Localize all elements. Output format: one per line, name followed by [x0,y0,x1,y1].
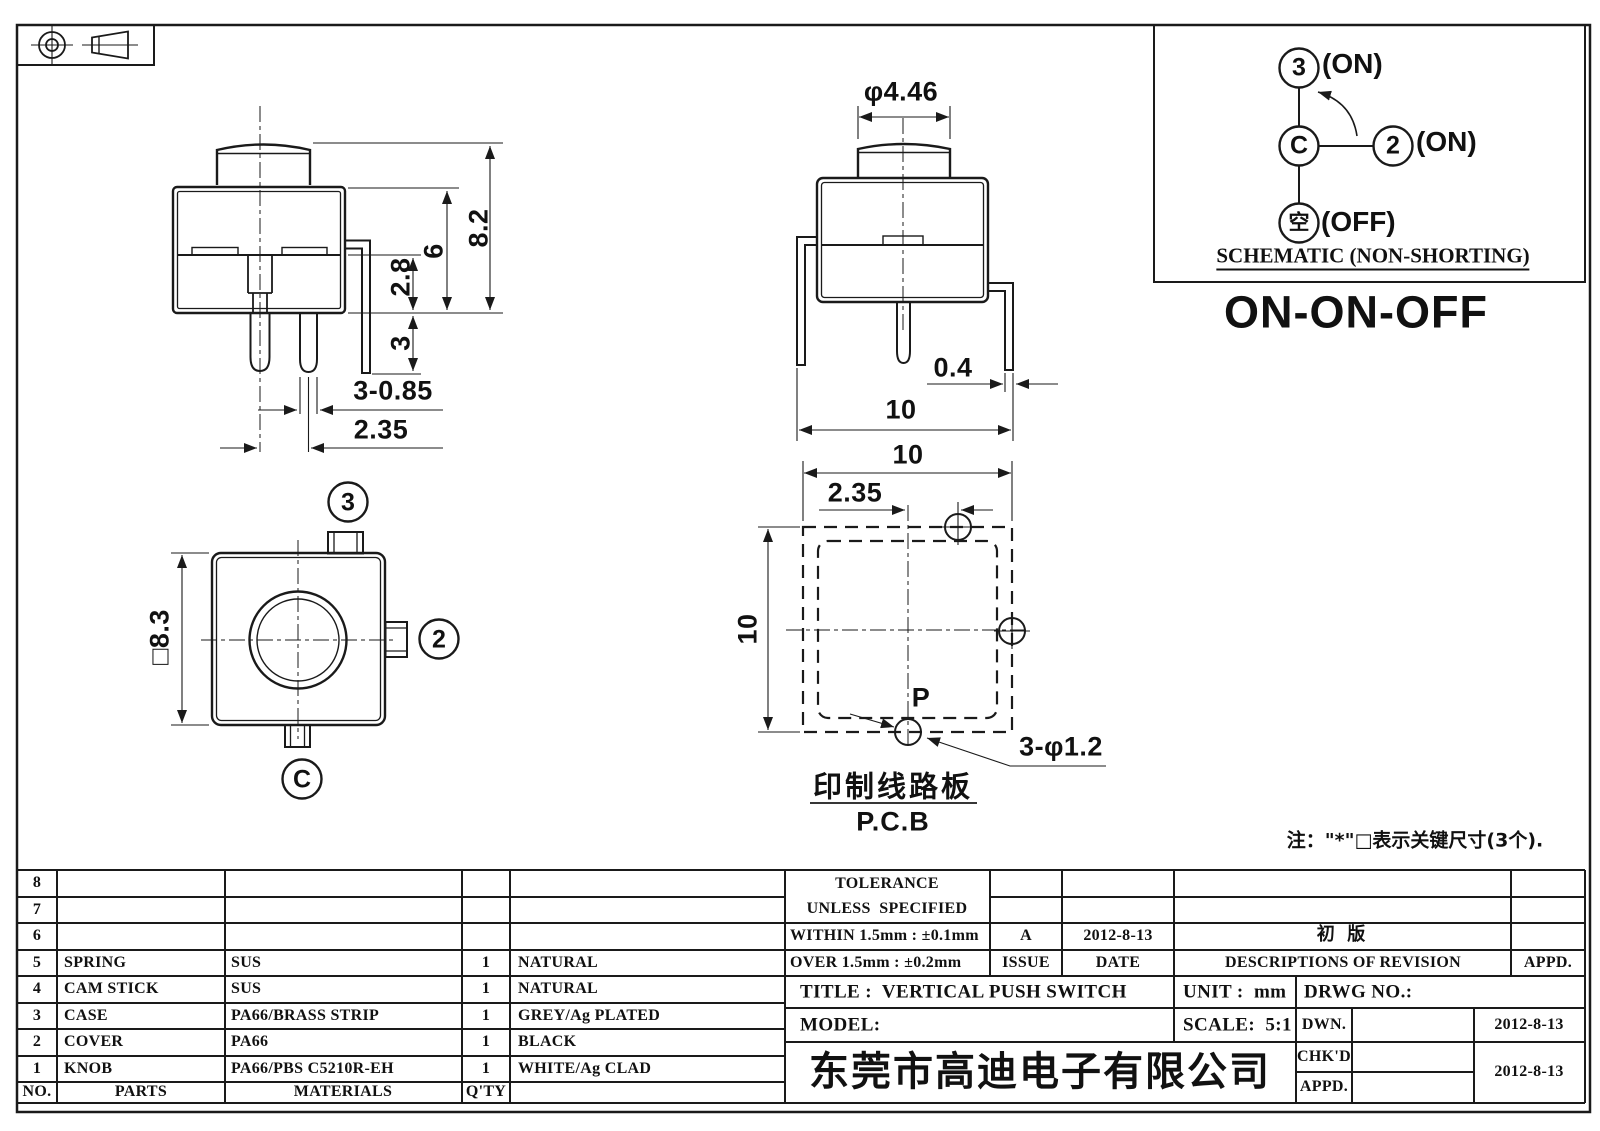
chkd-date: 2012-8-13 [1494,1063,1564,1080]
parts-row-no: 4 [32,980,42,997]
tolerance-within: WITHIN 1.5mm : ±0.1mm [790,927,979,944]
parts-row-finish: NATURAL [518,980,599,997]
parts-row-no: 3 [32,1007,42,1024]
parts-header-materials: MATERIALS [293,1083,393,1100]
parts-row-qty: 1 [481,1033,491,1050]
pcb-p-label: P [911,682,931,713]
parts-row-no: 7 [32,901,42,918]
pcb-dim-pitch: 2.35 [827,477,883,508]
issue-value: A [1020,927,1032,944]
top-dim-body-square: □8.3 [144,609,175,665]
drawing-title: TITLE : VERTICAL PUSH SWITCH [800,981,1127,1003]
front-view [171,106,503,453]
issue-date-value: 2012-8-13 [1083,927,1153,944]
parts-row-name: CAM STICK [64,980,159,997]
parts-row-material: PA66/BRASS STRIP [231,1007,380,1024]
parts-row-material: PA66/PBS C5210R-EH [231,1060,394,1077]
top-pin2-label: 2 [432,625,446,654]
model-label: MODEL: [800,1014,881,1036]
top-view [171,481,460,800]
parts-row-no: 2 [32,1033,42,1050]
dwn-date: 2012-8-13 [1494,1016,1564,1033]
parts-row-material: PA66 [231,1033,269,1050]
switch-function-label: ON-ON-OFF [1224,286,1488,338]
schematic-pin2-state: (ON) [1416,126,1477,157]
chkd-label: CHK'D [1297,1048,1351,1065]
side-dim-knob-dia: φ4.46 [863,76,939,107]
front-dim-pin-width: 3-0.85 [353,375,433,406]
revision-description-label: DESCRIPTIONS OF REVISION [1225,954,1461,971]
schematic-off-state: (OFF) [1321,206,1396,237]
parts-row-name: CASE [64,1007,108,1024]
unit-label: UNIT : mm [1183,981,1287,1003]
pcb-board-label-en: P.C.B [856,806,930,837]
schematic-pin3-state: (ON) [1322,48,1383,79]
revision-description-value: 初 版 [1316,924,1366,945]
dwn-label: DWN. [1301,1016,1347,1033]
pcb-dim-width: 10 [892,439,924,470]
schematic-diagram [1278,47,1414,244]
front-dim-case-height: 6 [418,243,449,259]
front-dim-pin-length: 3 [385,335,416,351]
pcb-dim-height: 10 [732,613,763,645]
parts-row-qty: 1 [481,1007,491,1024]
parts-row-finish: GREY/Ag PLATED [518,1007,661,1024]
company-name: 东莞市高迪电子有限公司 [809,1049,1271,1095]
parts-row-material: SUS [231,980,262,997]
appd-label: APPD. [1523,954,1573,971]
front-dim-total-height: 8.2 [463,208,494,248]
drawing-frame [15,23,1592,1114]
schematic-off-pin: 空 [1288,210,1310,235]
date-label: DATE [1095,954,1141,971]
schematic-caption: SCHEMATIC (NON-SHORTING) [1216,245,1530,271]
projection-symbol-icon [31,26,138,64]
parts-row-finish: WHITE/Ag CLAD [518,1060,652,1077]
schematic-pin2: 2 [1386,131,1400,160]
parts-row-finish: NATURAL [518,954,599,971]
parts-row-no: 1 [32,1060,42,1077]
appd-sign-label: APPD. [1299,1078,1349,1095]
parts-row-qty: 1 [481,1060,491,1077]
pcb-board-label-cn: 印制线路板 [812,769,974,804]
parts-header-qty: Q'TY [465,1083,507,1100]
parts-row-no: 5 [32,954,42,971]
pcb-view [758,461,1106,804]
top-pin3-label: 3 [341,488,355,517]
schematic-pin3: 3 [1292,53,1306,82]
parts-row-name: KNOB [64,1060,113,1077]
drwg-no-label: DRWG NO.: [1304,981,1413,1003]
front-dim-pin-pitch: 2.35 [353,414,409,445]
tolerance-title: TOLERANCE [835,875,939,892]
schematic-common: C [1289,131,1309,160]
parts-row-material: SUS [231,954,262,971]
side-view [796,106,1058,441]
side-dim-span: 10 [885,394,917,425]
parts-header-no: NO. [22,1083,52,1100]
side-dim-pin-thickness: 0.4 [933,352,973,383]
table-grid [17,869,1586,1104]
pcb-dim-holes: 3-φ1.2 [1019,731,1103,762]
top-common-label: C [292,765,312,794]
scale-label: SCALE: 5:1 [1183,1014,1292,1036]
front-dim-mid: 2.8 [385,257,416,297]
parts-row-no: 6 [32,927,42,944]
parts-row-name: SPRING [64,954,127,971]
parts-row-qty: 1 [481,954,491,971]
parts-row-finish: BLACK [518,1033,577,1050]
tolerance-over: OVER 1.5mm : ±0.2mm [790,954,962,971]
key-dimension-note: 注："*"□表示关键尺寸(3个). [1286,829,1544,852]
tolerance-subtitle: UNLESS SPECIFIED [806,900,968,917]
parts-header-parts: PARTS [114,1083,168,1100]
parts-row-name: COVER [64,1033,124,1050]
parts-row-qty: 1 [481,980,491,997]
issue-label: ISSUE [1002,954,1050,971]
parts-row-no: 8 [32,874,42,891]
